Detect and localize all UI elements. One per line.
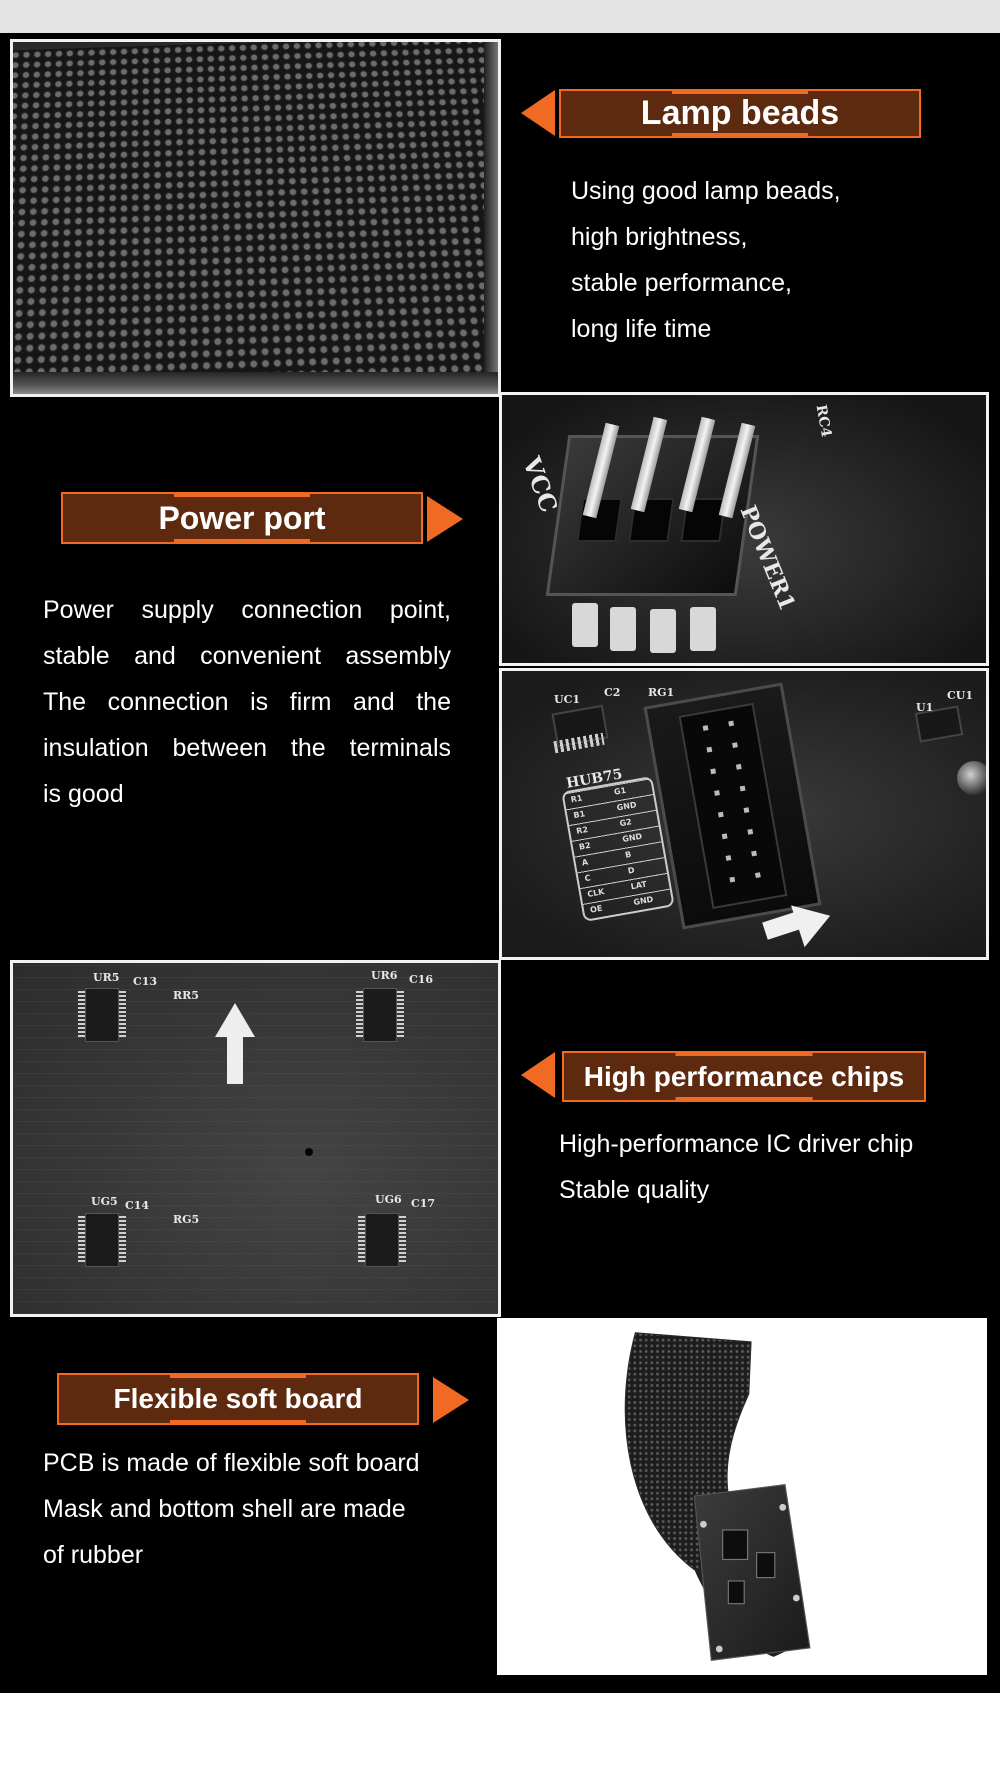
capacitor: [957, 761, 986, 795]
header-pin: [743, 807, 750, 814]
lamp-beads-label: Lamp beads: [559, 89, 921, 138]
arrow-right-icon: [427, 496, 463, 542]
desc-line: stable performance,: [571, 269, 792, 297]
header-pin: [732, 742, 738, 749]
desc-line: Power supply connection point,: [43, 596, 451, 624]
up-arrow-icon: [215, 1003, 255, 1085]
header-pin: [747, 828, 754, 835]
header-pin: [739, 785, 746, 792]
silk-label: RR5: [173, 989, 199, 1002]
arrow-right-icon: [433, 1377, 469, 1423]
desc-line: stable and convenient assembly: [43, 642, 451, 670]
pin-label: B: [624, 849, 633, 860]
chips-photo: UR5 C13 RR5 UR6 C16 UG5 C14 RG5 UG6 C17: [10, 960, 501, 1317]
desc-line: PCB is made of flexible soft board: [43, 1449, 420, 1477]
pin-label: OE: [589, 903, 604, 915]
driver-chip: [78, 988, 126, 1042]
u1-silk-label: U1: [916, 701, 934, 714]
silk-label: UG6: [375, 1193, 402, 1206]
power-port-label: Power port: [61, 492, 423, 544]
header-pin: [706, 746, 713, 753]
desc-line: High-performance IC driver chip: [559, 1130, 914, 1158]
pin-label: G1: [613, 785, 627, 797]
desc-line: The connection is firm and the: [43, 688, 451, 716]
silk-label: UR6: [371, 969, 398, 982]
flexible-title: Flexible soft board: [113, 1383, 363, 1414]
silk-label: RG5: [173, 1213, 200, 1226]
header-pin: [728, 720, 735, 727]
header-pin: [729, 876, 736, 883]
header-pin: [735, 763, 742, 770]
desc-line: insulation between the terminals: [43, 734, 451, 762]
power-port-photo: VCC RC4 POWER1: [499, 392, 989, 666]
pin-label: GND: [616, 800, 638, 813]
driver-chip: [358, 1213, 406, 1267]
header-pin: [717, 811, 724, 818]
header-pin: [714, 790, 720, 796]
header-pin: [725, 855, 732, 861]
header-pin: [721, 833, 728, 840]
header-pin: [702, 725, 709, 731]
silk-label: C13: [133, 975, 158, 988]
flexible-label: Flexible soft board: [57, 1373, 419, 1425]
header-pin: [710, 768, 717, 775]
pin-label: R1: [569, 793, 584, 805]
power-port-title: Power port: [158, 499, 326, 536]
led-matrix: [13, 42, 498, 394]
flexible-module: [624, 1332, 811, 1661]
desc-line: of rubber: [43, 1541, 144, 1569]
lamp-beads-photo: [10, 39, 501, 397]
arrow-left-icon: [521, 90, 555, 136]
arrow-left-icon: [521, 1052, 555, 1098]
driver-chip: [356, 988, 404, 1042]
pin-label: B1: [572, 809, 586, 821]
chips-title: High performance chips: [583, 1060, 905, 1092]
pin-label: CLK: [586, 887, 606, 899]
silk-label: C14: [125, 1199, 150, 1212]
pin-label: LAT: [629, 879, 648, 892]
c2-silk-label: C2: [604, 686, 621, 699]
module-edge: [484, 42, 498, 394]
lamp-beads-description: Using good lamp beads, high brightness, …: [571, 168, 841, 352]
power-port-description: Power supply connection point, stable an…: [43, 587, 451, 817]
header-pin: [754, 872, 761, 879]
desc-line: Stable quality: [559, 1176, 710, 1204]
desc-line: Using good lamp beads,: [571, 177, 841, 205]
desc-line: high brightness,: [571, 223, 748, 251]
silk-label: UR5: [93, 971, 120, 984]
pin-label: A: [581, 857, 589, 868]
silk-label: C16: [409, 973, 434, 986]
desc-line: long life time: [571, 315, 712, 343]
bottom-margin: [0, 1693, 1000, 1777]
flexible-module-photo: [497, 1318, 987, 1675]
cu1-silk-label: CU1: [947, 689, 974, 702]
flexible-description: PCB is made of flexible soft board Mask …: [43, 1440, 420, 1578]
pin-label: GND: [632, 894, 654, 908]
silk-label: UG5: [91, 1195, 118, 1208]
pin-label: C: [583, 873, 592, 884]
pin-label: R2: [575, 825, 589, 836]
module-bottom-edge: [13, 372, 498, 394]
ic-silk-label: UC1: [554, 693, 581, 706]
pin-label: G2: [618, 817, 633, 829]
pin-label: D: [627, 865, 636, 876]
chips-description: High-performance IC driver chip Stable q…: [559, 1121, 913, 1213]
top-bar: [0, 0, 1000, 33]
desc-line: Mask and bottom shell are made: [43, 1495, 406, 1523]
silk-label: C17: [411, 1197, 436, 1210]
desc-line: is good: [43, 780, 124, 808]
driver-chip: [78, 1213, 126, 1267]
pin-label: GND: [621, 831, 643, 845]
chips-label: High performance chips: [562, 1051, 926, 1102]
lamp-beads-title: Lamp beads: [640, 94, 840, 132]
header-pin: [751, 850, 757, 857]
pin-label: B2: [578, 840, 592, 852]
rg1-silk-label: RG1: [648, 686, 675, 699]
